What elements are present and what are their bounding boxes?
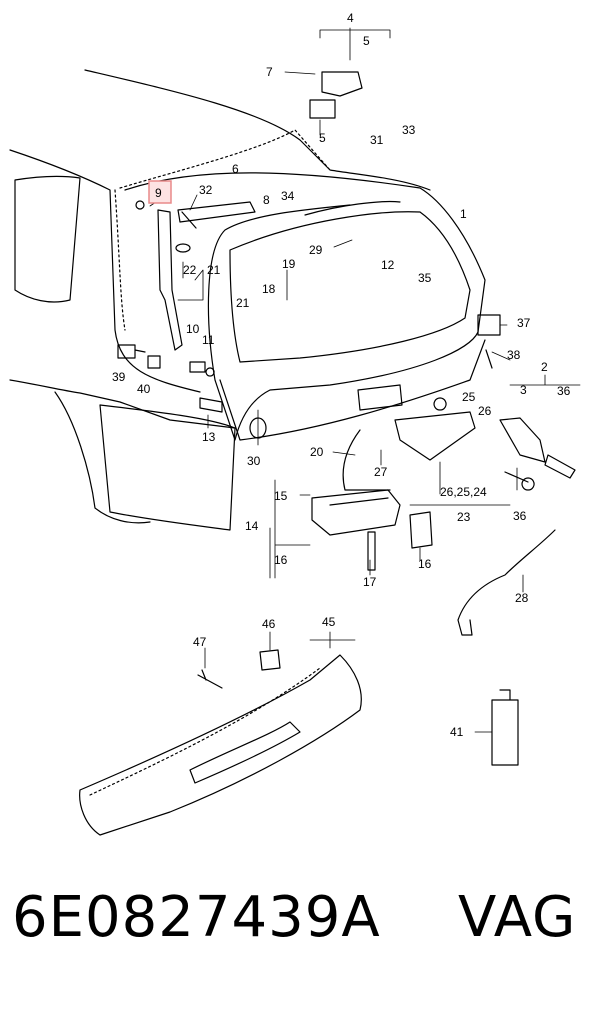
screw-17: [367, 531, 376, 571]
highlight-box: [148, 180, 172, 204]
car-body-outline: [9, 69, 431, 524]
leader-lines: [149, 27, 581, 733]
label-5: 5: [319, 131, 326, 145]
label-27: 27: [374, 465, 388, 479]
lock-cylinder: [499, 417, 576, 479]
bolts: [117, 344, 161, 369]
label-45: 45: [322, 615, 336, 629]
exploded-parts-diagram: 4 5 7 5 31 33 6 8 34 1 9 32 29 12 35 22 …: [9, 11, 581, 836]
bushing: [259, 649, 281, 671]
label-1: 1: [460, 207, 467, 221]
strut-ball-joint: [135, 200, 145, 210]
label-41: 41: [450, 725, 464, 739]
plate-recess: [357, 384, 403, 411]
key: [504, 471, 535, 491]
label-26-25-24: 26,25,24: [440, 485, 487, 499]
label-35: 35: [418, 271, 432, 285]
label-47: 47: [193, 635, 207, 649]
label-2: 2: [541, 360, 548, 374]
clip: [175, 243, 191, 253]
wiring-harness: [457, 529, 556, 636]
label-39: 39: [112, 370, 126, 384]
label-16: 16: [274, 553, 288, 567]
seal-strip: [114, 129, 331, 331]
brake-light: [304, 201, 401, 216]
spoiler-seal: [89, 667, 321, 796]
label-26: 26: [478, 404, 492, 418]
handle-assembly: [394, 397, 476, 461]
label-16: 16: [418, 557, 432, 571]
label-36: 36: [557, 384, 571, 398]
label-13: 13: [202, 430, 216, 444]
bracket-16: [409, 511, 433, 549]
label-25: 25: [462, 390, 476, 404]
label-33: 33: [402, 123, 416, 137]
quarter-panel: [99, 404, 236, 531]
label-4: 4: [347, 11, 354, 25]
release-cable: [342, 429, 391, 491]
label-7: 7: [266, 65, 273, 79]
label-30: 30: [247, 454, 261, 468]
label-40: 40: [137, 382, 151, 396]
spoiler-light: [189, 721, 301, 784]
label-32: 32: [199, 183, 213, 197]
label-9: 9: [155, 186, 162, 200]
label-20: 20: [310, 445, 324, 459]
label-31: 31: [370, 133, 384, 147]
label-23: 23: [457, 510, 471, 524]
rear-window: [229, 211, 471, 363]
label-37: 37: [517, 316, 531, 330]
sensor: [477, 314, 501, 369]
label-38: 38: [507, 348, 521, 362]
tailgate-outline: [124, 172, 486, 441]
label-11: 11: [202, 333, 215, 347]
stud-parts: [189, 361, 223, 413]
label-46: 46: [262, 617, 276, 631]
label-36: 36: [513, 509, 527, 523]
label-28: 28: [515, 591, 529, 605]
label-29: 29: [309, 243, 323, 257]
brand-name: VAG: [458, 885, 577, 950]
screw-47: [197, 669, 223, 689]
part-number: 6E0827439A: [12, 885, 381, 950]
label-21: 21: [207, 263, 221, 277]
label-22: 22: [183, 263, 197, 277]
label-5: 5: [363, 34, 370, 48]
label-19: 19: [282, 257, 296, 271]
label-14: 14: [245, 519, 259, 533]
control-unit: [311, 489, 401, 536]
part-caption: 6E0827439A VAG: [0, 885, 600, 985]
label-10: 10: [186, 322, 200, 336]
tailgate-lower: [219, 339, 486, 441]
label-3: 3: [520, 383, 527, 397]
label-18: 18: [262, 282, 276, 296]
side-window: [14, 175, 81, 303]
label-15: 15: [274, 489, 288, 503]
gas-strut: [157, 209, 183, 351]
label-17: 17: [363, 575, 377, 589]
rear-spoiler: [79, 654, 362, 836]
label-34: 34: [281, 189, 295, 203]
sealant-can: [491, 689, 519, 766]
label-21: 21: [236, 296, 250, 310]
label-8: 8: [263, 193, 270, 207]
hinge: [309, 71, 363, 119]
label-12: 12: [381, 258, 395, 272]
bracket: [177, 201, 256, 229]
label-6: 6: [232, 162, 239, 176]
